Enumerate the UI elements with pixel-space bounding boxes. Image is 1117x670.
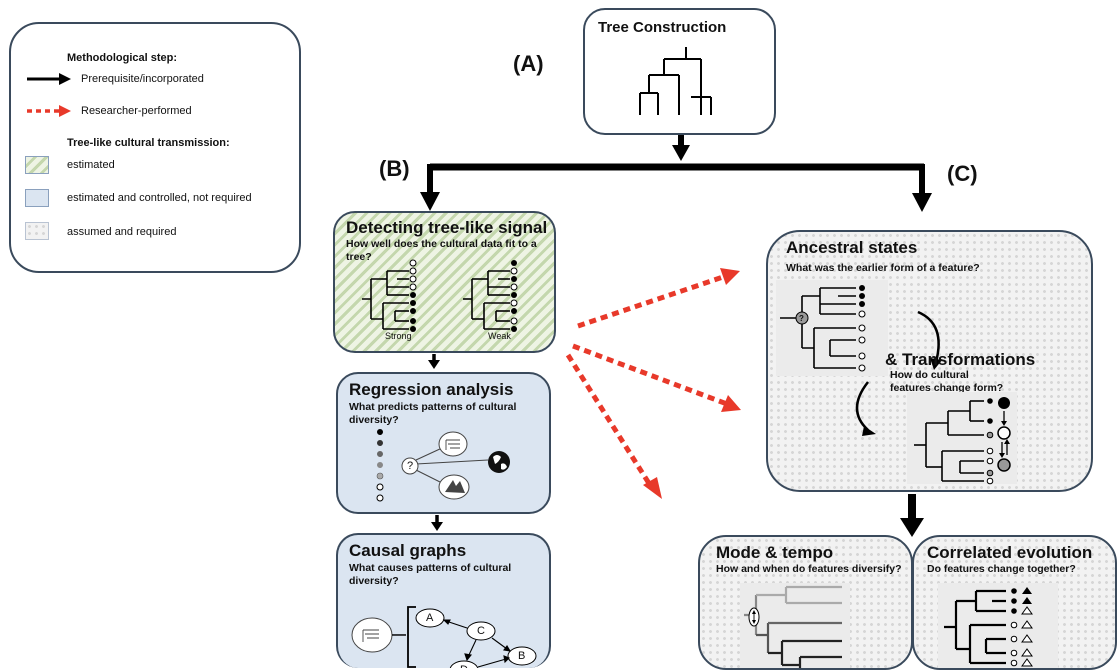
causal-node-a: A	[426, 612, 434, 624]
regression-unknown-symbol: ?	[407, 460, 414, 472]
legend-controlled-label: estimated and controlled, not required	[67, 192, 252, 204]
detecting-title: Detecting tree-like signal	[346, 218, 548, 237]
ancestral-tree-icon	[780, 285, 866, 372]
mode-tempo-title: Mode & tempo	[716, 543, 834, 562]
mode-tempo-question: How and when do features diversify?	[716, 563, 902, 575]
legend-prerequisite-label: Prerequisite/incorporated	[81, 73, 204, 85]
legend-assumed-swatch	[25, 222, 49, 240]
detecting-question: How well does the cultural data fit to a…	[346, 238, 537, 263]
legend-red-arrow-icon	[27, 105, 71, 117]
causal-node-b: B	[518, 650, 526, 662]
ancestral-unknown-symbol: ?	[799, 314, 804, 323]
label-b: (B)	[379, 156, 410, 181]
ancestral-title: Ancestral states	[786, 238, 918, 257]
transformations-title: & Transformations	[885, 350, 1036, 369]
correlated-box: Correlated evolution Do features change …	[912, 535, 1117, 670]
legend-estimated-label: estimated	[67, 159, 115, 171]
strong-signal-tree-icon	[362, 259, 417, 332]
regression-question: What predicts patterns of cultural diver…	[349, 401, 517, 426]
legend-estimated-swatch	[25, 156, 49, 174]
legend-transmission-heading: Tree-like cultural transmission:	[67, 137, 230, 149]
detecting-box: Detecting tree-like signal How well does…	[333, 211, 556, 353]
legend-methodological-heading: Methodological step:	[67, 52, 177, 64]
correlated-tree-icon	[944, 587, 1033, 667]
mode-tempo-box: Mode & tempo How and when do features di…	[698, 535, 913, 670]
label-a: (A)	[513, 51, 544, 76]
tree-construction-tree-icon	[639, 47, 712, 115]
causal-title: Causal graphs	[349, 541, 467, 560]
legend-black-arrow-icon	[27, 73, 71, 85]
transformations-tree-icon	[914, 397, 1011, 485]
causal-box: Causal graphs What causes patterns of cu…	[336, 533, 551, 668]
legend-researcher-label: Researcher-performed	[81, 105, 192, 117]
legend-box: Methodological step: Prerequisite/incorp…	[9, 22, 301, 273]
regression-title: Regression analysis	[349, 380, 514, 399]
weak-signal-tree-icon	[463, 260, 518, 332]
legend-assumed-label: assumed and required	[67, 226, 177, 238]
tree-construction-title: Tree Construction	[598, 19, 727, 36]
causal-node-d: D	[460, 664, 468, 668]
transformations-question: How do cultural features change form?	[890, 369, 1004, 394]
regression-diagram-icon	[376, 429, 510, 502]
causal-node-c: C	[477, 625, 485, 637]
weak-label: Weak	[488, 331, 511, 341]
ancestral-question: What was the earlier form of a feature?	[786, 262, 980, 274]
strong-label: Strong	[385, 331, 412, 341]
mode-tempo-tree-panel	[740, 583, 850, 668]
correlated-question: Do features change together?	[927, 563, 1076, 575]
cycle-arrows-icon	[855, 310, 942, 436]
correlated-title: Correlated evolution	[927, 543, 1093, 562]
causal-question: What causes patterns of cultural diversi…	[349, 562, 512, 587]
legend-controlled-swatch	[25, 189, 49, 207]
ancestral-box: Ancestral states What was the earlier fo…	[766, 230, 1093, 492]
mode-tempo-tree-icon	[744, 585, 842, 668]
causal-graph-icon	[351, 606, 537, 668]
tree-construction-box: Tree Construction	[583, 8, 776, 135]
regression-box: Regression analysis What predicts patter…	[336, 372, 551, 514]
label-c: (C)	[947, 161, 978, 186]
